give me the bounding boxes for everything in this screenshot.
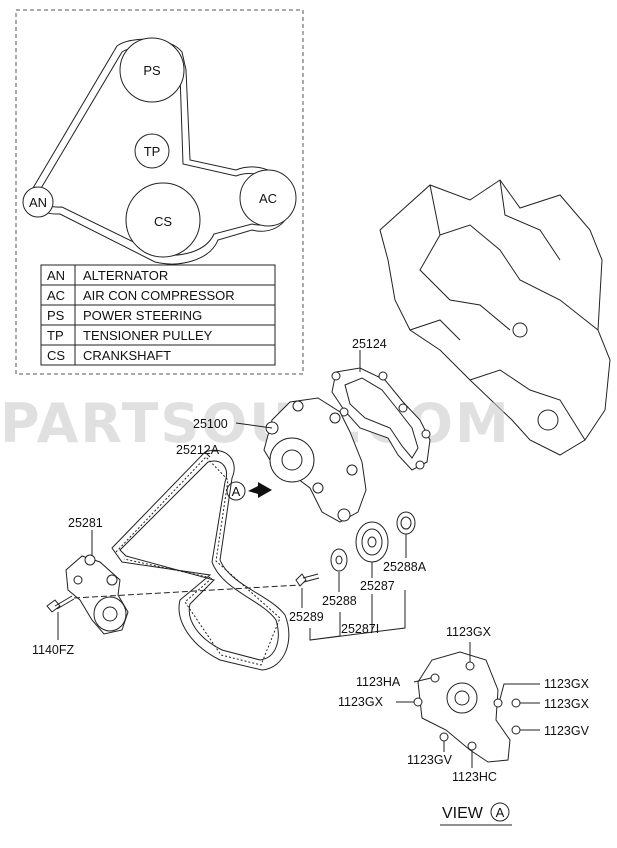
water-pump-part <box>263 397 367 523</box>
callout-1123HC: 1123HC <box>452 770 497 784</box>
callout-1123GV: 1123GV <box>407 753 453 767</box>
legend-name: TENSIONER PULLEY <box>83 328 213 343</box>
belt-routing-panel: PS TP AN CS AC AN ALTERNATOR AC AIR CON … <box>15 9 304 375</box>
idler-bolt-part <box>295 573 320 587</box>
watermark: PARTSOUQ.COM <box>0 392 511 455</box>
legend-code: AN <box>47 268 65 283</box>
callout-1123HA: 1123HA <box>356 675 401 689</box>
drive-belt-part <box>111 449 290 671</box>
view-a-detail <box>413 651 521 763</box>
tensioner-part <box>65 554 129 635</box>
center-line <box>73 584 301 599</box>
legend-name: POWER STEERING <box>83 308 202 323</box>
view-arrow-icon <box>248 482 272 498</box>
pulley-label: AN <box>29 195 47 210</box>
callout-25288: 25288 <box>322 594 357 608</box>
view-a-marker: A <box>226 481 272 501</box>
callout-25100: 25100 <box>193 417 228 431</box>
pulley-ac <box>239 169 297 227</box>
leader-line <box>413 677 432 683</box>
pulley-label: AC <box>259 191 277 206</box>
callout-1123GX: 1123GX <box>544 677 590 691</box>
pulley-ps <box>119 37 185 103</box>
bracket-line <box>309 590 406 641</box>
legend-name: AIR CON COMPRESSOR <box>83 288 235 303</box>
leader-line <box>235 422 273 429</box>
callout-25289: 25289 <box>289 610 324 624</box>
view-a-title: VIEW A <box>440 802 512 826</box>
pulley-label: PS <box>143 63 161 78</box>
callout-25288A: 25288A <box>383 560 427 574</box>
leader-line <box>499 683 540 700</box>
legend-table: AN ALTERNATOR AC AIR CON COMPRESSOR PS P… <box>40 264 276 366</box>
legend-code: TP <box>47 328 64 343</box>
pulley-label: TP <box>144 144 161 159</box>
legend-code: CS <box>47 348 65 363</box>
pulley-tp <box>134 133 170 169</box>
view-title-marker: A <box>496 805 505 820</box>
callout-25287I: 25287I <box>341 622 379 636</box>
callout-25287: 25287 <box>360 579 395 593</box>
callout-25281: 25281 <box>68 516 103 530</box>
callout-1123GX: 1123GX <box>338 695 384 709</box>
pulley-label: CS <box>154 214 172 229</box>
view-marker-label: A <box>232 484 241 499</box>
legend-name: CRANKSHAFT <box>83 348 171 363</box>
callout-25124: 25124 <box>352 337 387 351</box>
callout-1123GX: 1123GX <box>544 697 590 711</box>
callout-25212A: 25212A <box>176 443 220 457</box>
callout-1123GV: 1123GV <box>544 724 590 738</box>
bolt-part <box>46 595 75 613</box>
engine-block-outline <box>379 179 611 456</box>
routing-frame <box>15 9 304 375</box>
pulley-cs <box>125 182 201 258</box>
pulley-an <box>22 186 54 218</box>
legend-code: PS <box>47 308 65 323</box>
callout-1140FZ: 1140FZ <box>32 643 75 657</box>
callout-1123GX: 1123GX <box>446 625 492 639</box>
leader-line <box>204 451 211 458</box>
cap-part <box>396 511 416 535</box>
legend-name: ALTERNATOR <box>83 268 168 283</box>
view-title-text: VIEW <box>442 805 484 822</box>
gasket-part <box>331 367 431 471</box>
idler-pulley-part <box>355 521 389 563</box>
legend-code: AC <box>47 288 65 303</box>
